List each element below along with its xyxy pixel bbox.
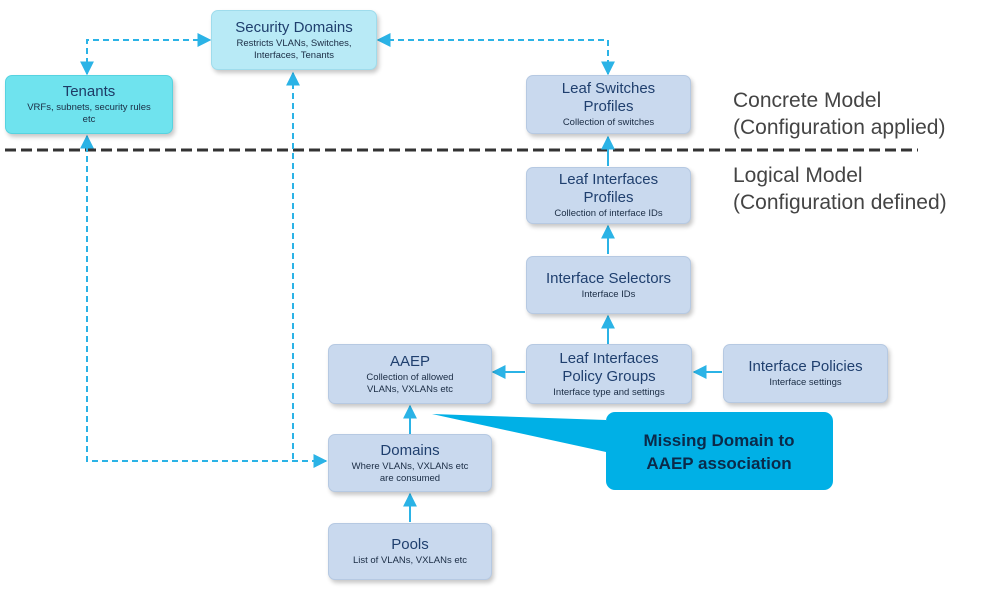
leaf-interfaces-policy-groups-box: Leaf Interfaces Policy Groups Interface … xyxy=(526,344,692,404)
leaf-interfaces-profiles-title: Leaf Interfaces Profiles xyxy=(558,171,659,206)
pools-box: Pools List of VLANs, VXLANs etc xyxy=(328,523,492,580)
concrete-model-line1: Concrete Model xyxy=(733,89,882,112)
tenants-box: Tenants VRFs, subnets, security rules et… xyxy=(5,75,173,134)
callout-pointer xyxy=(432,414,606,452)
concrete-model-line2: (Configuration applied) xyxy=(733,116,946,139)
logical-model-line1: Logical Model xyxy=(733,164,863,187)
pools-title: Pools xyxy=(391,536,429,553)
leaf-interfaces-policy-groups-title: Leaf Interfaces Policy Groups xyxy=(559,349,659,385)
leaf-interfaces-policy-groups-subtitle: Interface type and settings xyxy=(553,386,665,398)
aaep-subtitle: Collection of allowed VLANs, VXLANs etc xyxy=(366,371,454,395)
concrete-model-label: Concrete Model (Configuration applied) xyxy=(733,87,945,141)
leaf-switches-profiles-box: Leaf Switches Profiles Collection of swi… xyxy=(526,75,691,134)
security-domains-subtitle: Restricts VLANs, Switches, Interfaces, T… xyxy=(236,37,352,61)
interface-policies-subtitle: Interface settings xyxy=(769,377,842,388)
leaf-switches-profiles-subtitle: Collection of switches xyxy=(562,117,655,128)
logical-model-line2: (Configuration defined) xyxy=(733,191,947,214)
leaf-interfaces-profiles-box: Leaf Interfaces Profiles Collection of i… xyxy=(526,167,691,224)
callout-line2: AAEP association xyxy=(646,453,792,473)
leaf-switches-profiles-title: Leaf Switches Profiles xyxy=(561,80,656,115)
interface-selectors-subtitle: Interface IDs xyxy=(581,288,636,300)
domains-box: Domains Where VLANs, VXLANs etc are cons… xyxy=(328,434,492,492)
interface-selectors-title: Interface Selectors xyxy=(545,269,672,287)
callout-box xyxy=(606,412,833,490)
interface-policies-title: Interface Policies xyxy=(748,358,863,375)
interface-selectors-box: Interface Selectors Interface IDs xyxy=(526,256,691,314)
connector-tenants-domains xyxy=(80,134,328,468)
security-domains-box: Security Domains Restricts VLANs, Switch… xyxy=(211,10,377,70)
connector-security-leafswitches xyxy=(376,33,615,76)
pools-subtitle: List of VLANs, VXLANs etc xyxy=(352,555,468,566)
logical-model-label: Logical Model (Configuration defined) xyxy=(733,162,947,216)
connector-tenants-security xyxy=(80,33,212,76)
domains-subtitle: Where VLANs, VXLANs etc are consumed xyxy=(351,460,469,484)
interface-policies-box: Interface Policies Interface settings xyxy=(723,344,888,403)
leaf-interfaces-profiles-subtitle: Collection of interface IDs xyxy=(554,208,663,219)
callout-line1: Missing Domain to xyxy=(643,430,795,450)
missing-association-callout: Missing Domain to AAEP association xyxy=(606,413,832,490)
tenants-title: Tenants xyxy=(62,83,116,100)
aaep-box: AAEP Collection of allowed VLANs, VXLANs… xyxy=(328,344,492,404)
security-domains-title: Security Domains xyxy=(235,18,353,36)
tenants-subtitle: VRFs, subnets, security rules etc xyxy=(27,102,151,125)
domains-title: Domains xyxy=(380,441,440,459)
aaep-title: AAEP xyxy=(389,352,431,370)
